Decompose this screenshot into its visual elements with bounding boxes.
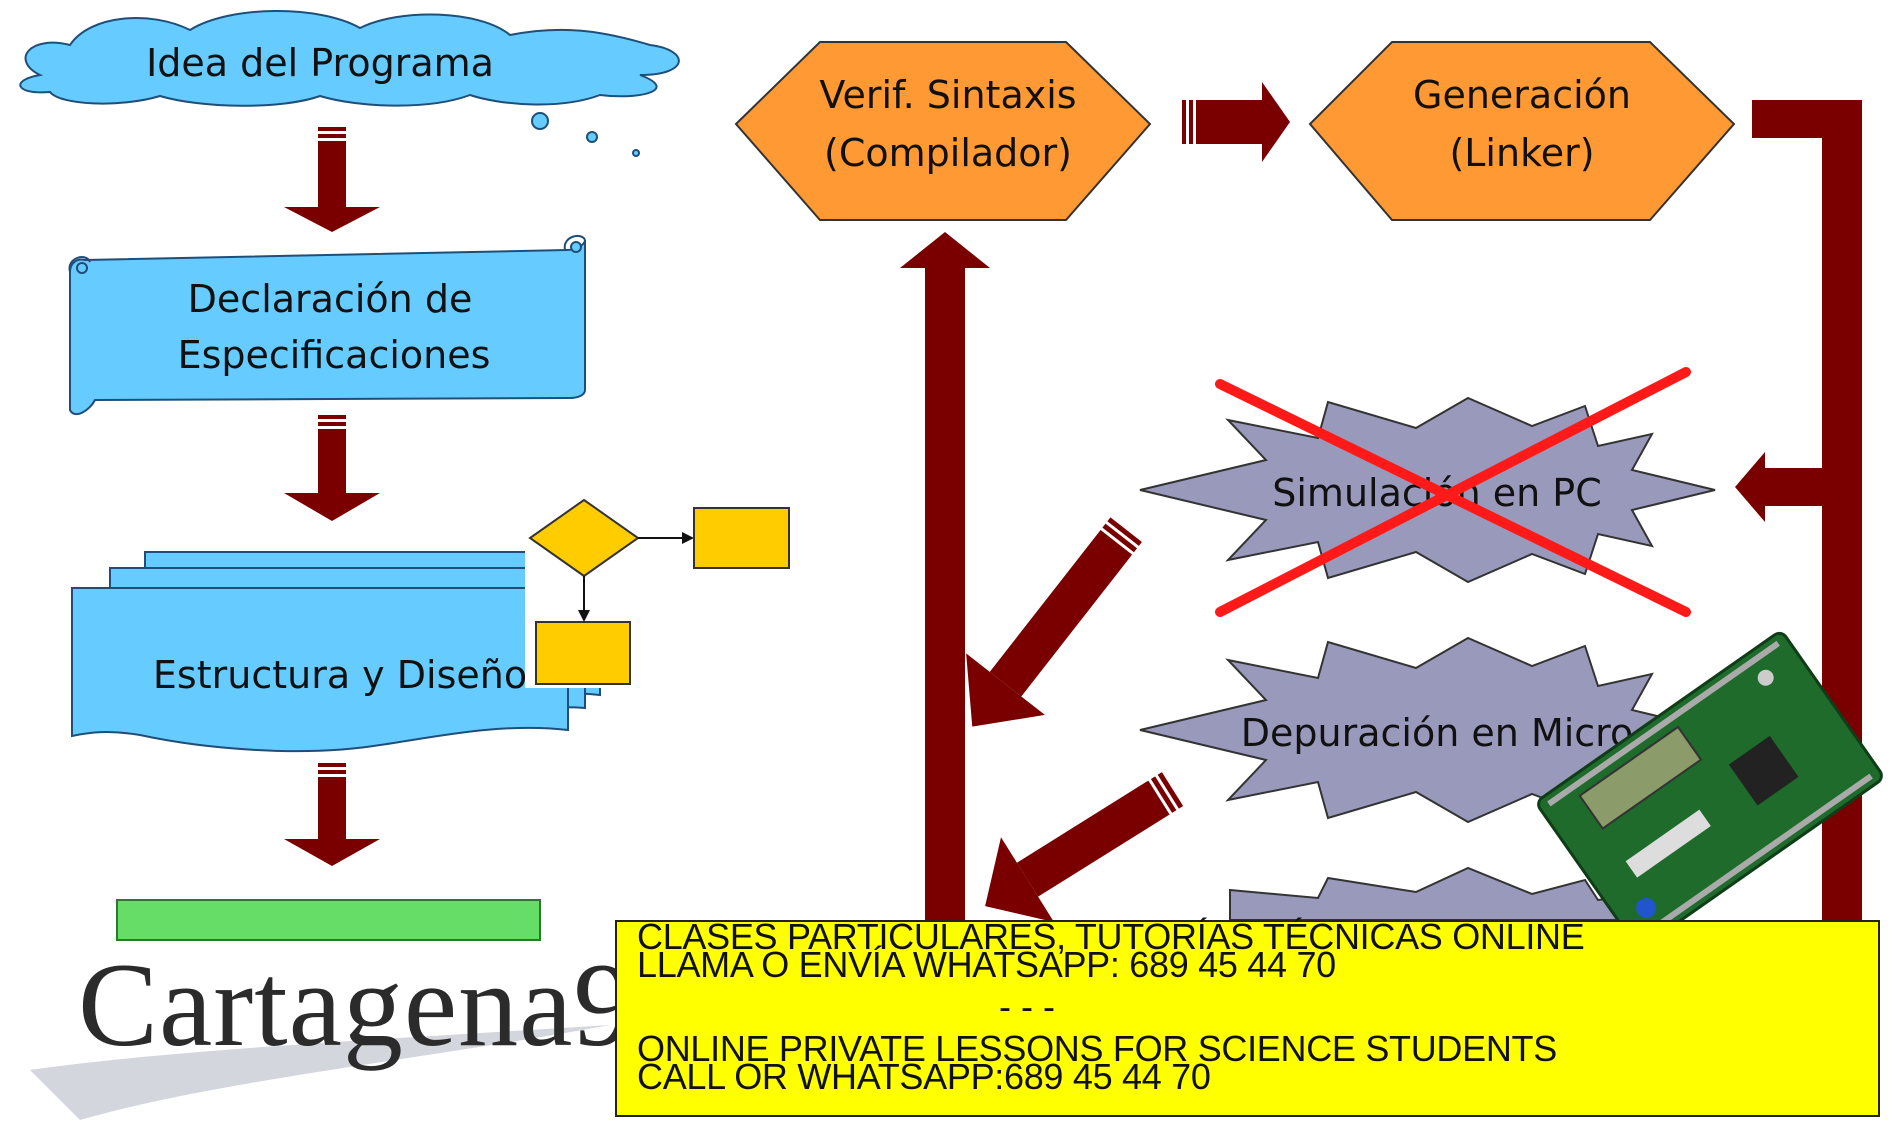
linker-label-line1: Generación <box>1413 73 1631 117</box>
linker-label-line2: (Linker) <box>1449 131 1594 175</box>
arrow-down-2 <box>284 415 380 521</box>
logo-swoosh-icon <box>30 1025 610 1120</box>
arrow-diagonal-2 <box>985 772 1184 923</box>
banner-line-4: CALL OR WHATSAPP:689 45 44 70 <box>637 1056 1211 1097</box>
idea-label: Idea del Programa <box>146 41 494 85</box>
linker-hexagon: Generación (Linker) <box>1308 41 1736 221</box>
compiler-label-line1: Verif. Sintaxis <box>819 73 1076 117</box>
arrow-diagonal-1 <box>966 517 1142 727</box>
spec-label-line1: Declaración de <box>188 277 473 321</box>
arrow-down-3 <box>284 763 380 866</box>
idea-cloud: Idea del Programa <box>19 10 680 157</box>
banner-line-3: ONLINE PRIVATE LESSONS FOR SCIENCE STUDE… <box>637 1028 1557 1069</box>
banner-separator: - - - <box>999 986 1055 1027</box>
design-label: Estructura y Diseño <box>153 653 527 697</box>
ad-banner: CLASES PARTICULARES, TUTORÍAS TÉCNICAS O… <box>615 916 1880 1117</box>
design-documents: Estructura y Diseño <box>71 540 610 753</box>
logo: Cartagena99 <box>78 938 696 1071</box>
banner-line-1: CLASES PARTICULARES, TUTORÍAS TÉCNICAS O… <box>637 916 1585 957</box>
compiler-label-line2: (Compilador) <box>824 131 1072 175</box>
cross-out-icon <box>1215 367 1691 617</box>
debug-label: Depuración en Micro <box>1241 711 1633 755</box>
mini-flowchart <box>528 498 790 685</box>
compiler-hexagon: Verif. Sintaxis (Compilador) <box>734 41 1152 221</box>
banner-line-2: LLAMA O ENVÍA WHATSAPP: 689 45 44 70 <box>637 944 1336 985</box>
arrow-compiler-to-linker <box>1182 82 1290 162</box>
arrow-down-1 <box>284 127 380 232</box>
spec-scroll: Declaración de Especificaciones <box>68 234 586 416</box>
green-output-box <box>116 899 541 941</box>
spec-label-line2: Especificaciones <box>178 333 491 377</box>
arrow-up-to-compiler <box>900 232 990 928</box>
microcontroller-board-icon <box>1537 631 1883 949</box>
